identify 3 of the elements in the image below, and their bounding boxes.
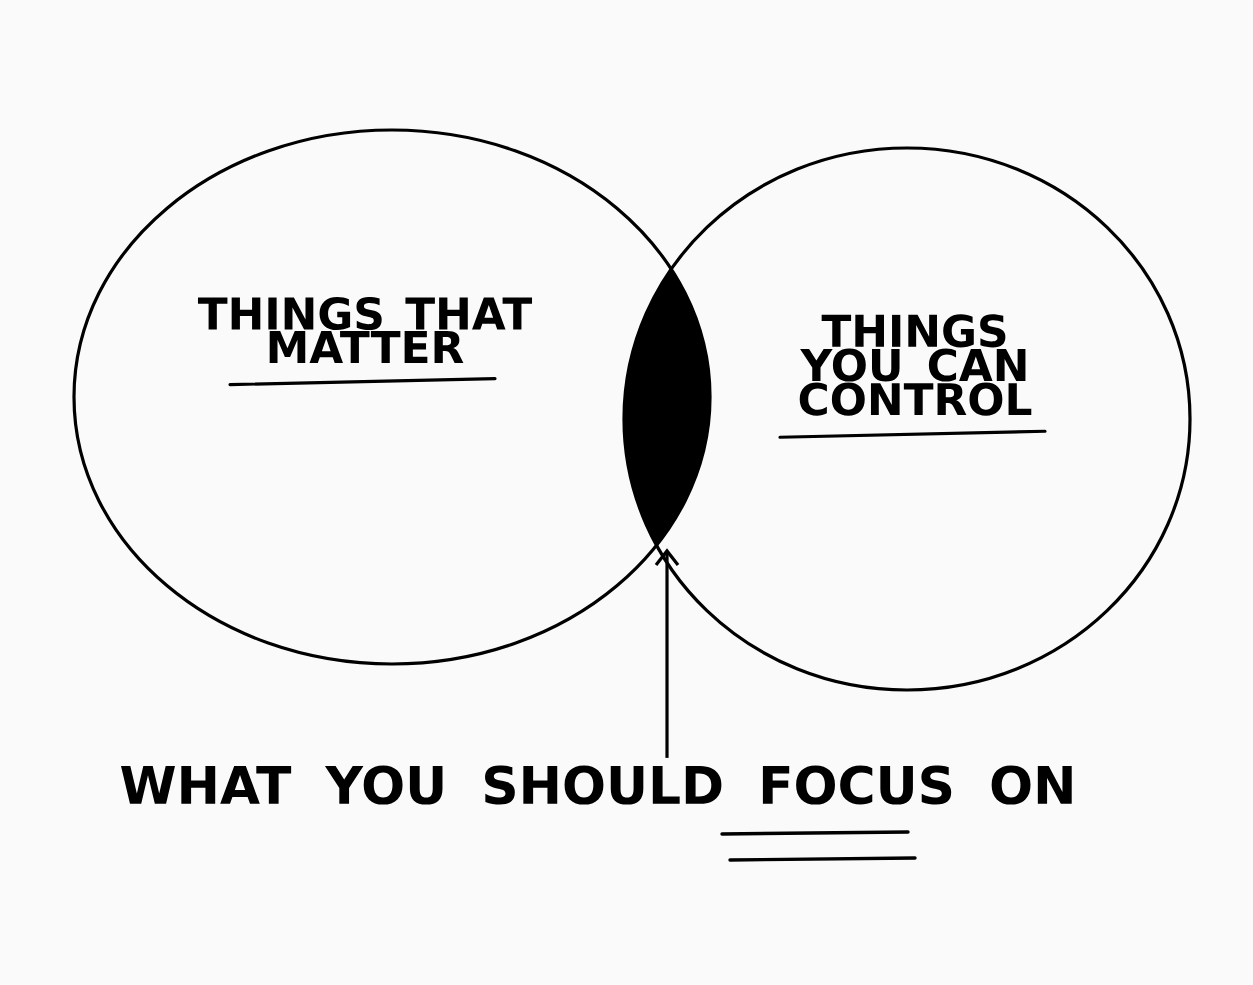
caption-text: WHAT YOU SHOULD FOCUS ON — [121, 765, 1072, 805]
shaded-overlap — [624, 269, 710, 545]
arrow — [654, 548, 680, 758]
